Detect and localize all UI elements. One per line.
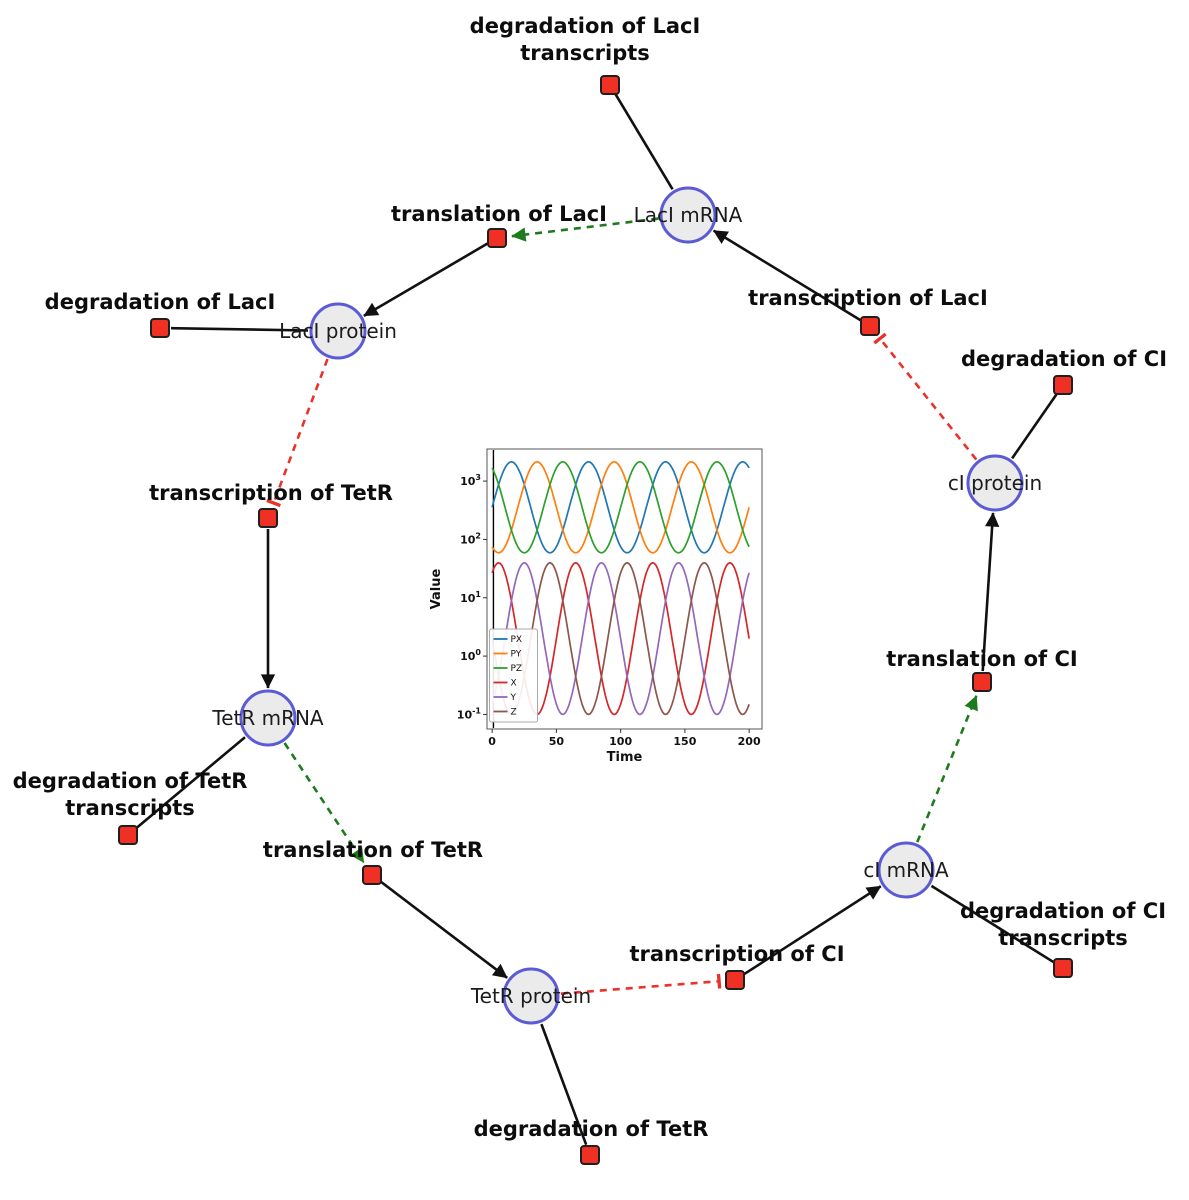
tetr_protein-label: TetR protein xyxy=(470,984,591,1008)
transcr_tetr-label: transcription of TetR xyxy=(149,481,393,505)
reaction-node-deg_tetr_tx[interactable] xyxy=(118,825,138,845)
x-axis-label: Time xyxy=(607,750,643,765)
reaction-node-transl_ci[interactable] xyxy=(972,672,992,692)
deg_ci-label: degradation of CI xyxy=(961,347,1167,371)
reaction-node-deg_ci[interactable] xyxy=(1053,375,1073,395)
transl_tetr-label: translation of TetR xyxy=(263,838,483,862)
deg_laci-label: degradation of LacI xyxy=(45,290,276,314)
reaction-node-transcr_laci[interactable] xyxy=(860,316,880,336)
reaction-node-transl_tetr[interactable] xyxy=(362,865,382,885)
ci_mrna-label: cI mRNA xyxy=(863,858,949,882)
edge-ci_mrna-transl_ci xyxy=(916,695,978,843)
y-axis-label: Value xyxy=(429,568,444,609)
legend-label-PY: PY xyxy=(511,650,522,660)
legend-label-PZ: PZ xyxy=(511,664,523,674)
y-tick-label: 10-1 xyxy=(457,706,482,721)
edge-ci_protein-deg_ci xyxy=(1011,393,1058,460)
ci_protein-label: cI protein xyxy=(948,471,1042,495)
edge-transcr_ci-ci_mrna xyxy=(743,885,882,976)
reaction-node-deg_laci_tx[interactable] xyxy=(600,75,620,95)
species-node-ci_mrna[interactable] xyxy=(877,841,935,899)
transl_ci-label: translation of CI xyxy=(886,647,1077,671)
reaction-node-transl_laci[interactable] xyxy=(487,228,507,248)
edges-layer xyxy=(135,93,1058,1146)
legend-label-Z: Z xyxy=(511,708,517,718)
reaction-node-deg_ci_tx[interactable] xyxy=(1053,958,1073,978)
x-tick-label: 150 xyxy=(673,735,696,748)
x-tick-label: 0 xyxy=(488,735,496,748)
reaction-node-deg_tetr[interactable] xyxy=(580,1145,600,1165)
y-tick-label: 101 xyxy=(460,590,481,605)
edge-laci_mrna-deg_laci_tx xyxy=(614,93,674,190)
x-tick-label: 50 xyxy=(549,735,565,748)
edge-transl_tetr-tetr_protein xyxy=(379,880,508,979)
nodes-layer xyxy=(118,75,1073,1165)
edge-tetr_protein-deg_tetr xyxy=(540,1023,588,1146)
series-PY xyxy=(491,460,750,554)
legend-label-PX: PX xyxy=(511,635,523,645)
species-node-ci_protein[interactable] xyxy=(966,454,1024,512)
edge-transcr_laci-laci_mrna xyxy=(712,229,862,322)
chart-legend xyxy=(489,628,538,723)
series-Z xyxy=(491,561,750,716)
edge-transl_ci-ci_protein xyxy=(981,512,1000,672)
reaction-node-transcr_tetr[interactable] xyxy=(258,508,278,528)
edge-tetr_protein-transcr_ci xyxy=(560,973,722,995)
deg_tetr-label: degradation of TetR xyxy=(474,1117,709,1141)
reaction-node-transcr_ci[interactable] xyxy=(725,970,745,990)
species-node-laci_mrna[interactable] xyxy=(659,186,717,244)
laci_protein-label: LacI protein xyxy=(279,319,397,343)
edge-laci_protein-deg_laci xyxy=(170,326,309,332)
species-node-laci_protein[interactable] xyxy=(309,302,367,360)
edge-laci_mrna-transl_laci xyxy=(511,217,659,242)
x-tick-label: 200 xyxy=(738,735,761,748)
y-tick-label: 103 xyxy=(460,473,481,488)
edge-tetr_mrna-transl_tetr xyxy=(283,742,365,864)
transcr_laci-label: transcription of LacI xyxy=(748,286,988,310)
laci_mrna-label: LacI mRNA xyxy=(634,203,743,227)
series-PX xyxy=(491,460,750,554)
y-tick-label: 100 xyxy=(460,648,481,663)
y-tick-label: 102 xyxy=(460,531,481,546)
species-node-tetr_protein[interactable] xyxy=(502,967,560,1025)
series-PZ xyxy=(491,460,750,554)
reaction-node-deg_laci[interactable] xyxy=(150,318,170,338)
tetr_mrna-label: TetR mRNA xyxy=(211,706,324,730)
edge-transl_laci-laci_protein xyxy=(363,242,489,317)
legend-label-Y: Y xyxy=(510,693,517,703)
edge-tetr_mrna-deg_tetr_tx xyxy=(135,736,246,829)
edge-ci_mrna-deg_ci_tx xyxy=(930,884,1055,964)
transcr_ci-label: transcription of CI xyxy=(629,942,844,966)
series-Y xyxy=(491,561,750,716)
x-tick-label: 100 xyxy=(609,735,632,748)
legend-label-X: X xyxy=(511,679,517,689)
transl_laci-label: translation of LacI xyxy=(391,202,607,226)
species-node-tetr_mrna[interactable] xyxy=(239,689,297,747)
